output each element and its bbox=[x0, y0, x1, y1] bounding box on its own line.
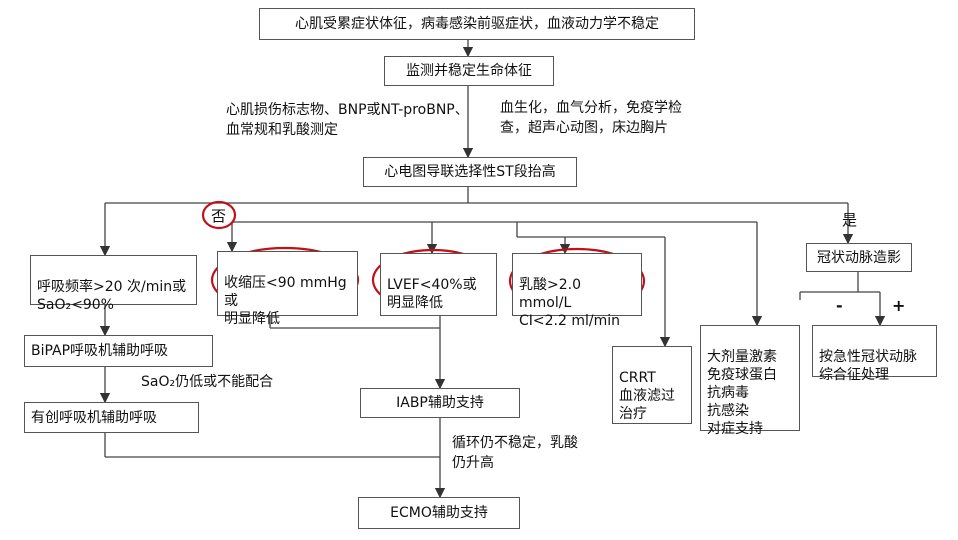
drugs-box: 大剂量激素 免疫球蛋白 抗病毒 抗感染 对症支持 bbox=[700, 325, 800, 437]
crrt-text: CRRT 血液滤过 治疗 bbox=[619, 370, 675, 422]
invasive-vent-box: 有创呼吸机辅助呼吸 bbox=[24, 402, 199, 433]
lvef-text: LVEF<40%或 明显降低 bbox=[387, 277, 477, 311]
lactate-box: 乳酸>2.0 mmol/L CI<2.2 ml/min bbox=[512, 253, 642, 329]
bipap-box: BiPAP呼吸机辅助呼吸 bbox=[24, 335, 213, 367]
bipap-text: BiPAP呼吸机辅助呼吸 bbox=[31, 343, 169, 359]
sbp-box: 收缩压<90 mmHg或 明显降低 bbox=[217, 251, 358, 327]
drugs-text: 大剂量激素 免疫球蛋白 抗病毒 抗感染 对症支持 bbox=[707, 349, 777, 437]
branch-no-label: 否 bbox=[211, 207, 227, 225]
acs-text: 按急性冠状动脉 综合征处理 bbox=[819, 349, 917, 383]
labs-note: 血生化，血气分析，免疫学检 查，超声心动图，床边胸片 bbox=[500, 100, 682, 136]
coronary-angio-text: 冠状动脉造影 bbox=[817, 249, 901, 266]
ecmo-box: ECMO辅助支持 bbox=[358, 497, 520, 529]
resp-box: 呼吸频率>20 次/min或 SaO₂<90% bbox=[30, 255, 197, 313]
symptoms-box: 心肌受累症状体征，病毒感染前驱症状，血液动力学不稳定 bbox=[259, 8, 695, 40]
branch-plus-label: + bbox=[892, 296, 906, 315]
ecg-box: 心电图导联选择性ST段抬高 bbox=[363, 157, 577, 187]
circulation-note: 循环仍不稳定，乳酸 仍升高 bbox=[452, 435, 578, 471]
lactate-text: 乳酸>2.0 mmol/L CI<2.2 ml/min bbox=[519, 277, 620, 329]
branch-minus-label: - bbox=[836, 296, 843, 315]
sbp-text: 收缩压<90 mmHg或 明显降低 bbox=[224, 275, 347, 327]
branch-yes-label: 是 bbox=[842, 211, 858, 229]
markers-note: 心肌损伤标志物、BNP或NT-proBNP、 血常规和乳酸测定 bbox=[226, 102, 469, 138]
ecmo-text: ECMO辅助支持 bbox=[390, 505, 488, 521]
coronary-angio-box: 冠状动脉造影 bbox=[806, 243, 912, 272]
monitor-box: 监测并稳定生命体征 bbox=[384, 56, 554, 86]
monitor-text: 监测并稳定生命体征 bbox=[406, 63, 532, 79]
iabp-box: IABP辅助支持 bbox=[360, 388, 520, 418]
invasive-vent-text: 有创呼吸机辅助呼吸 bbox=[31, 409, 157, 426]
resp-text: 呼吸频率>20 次/min或 SaO₂<90% bbox=[37, 279, 187, 313]
lvef-box: LVEF<40%或 明显降低 bbox=[380, 253, 497, 316]
acs-box: 按急性冠状动脉 综合征处理 bbox=[812, 325, 937, 383]
iabp-text: IABP辅助支持 bbox=[396, 395, 484, 411]
ecg-text: 心电图导联选择性ST段抬高 bbox=[384, 164, 556, 180]
symptoms-text: 心肌受累症状体征，病毒感染前驱症状，血液动力学不稳定 bbox=[295, 16, 659, 32]
sao2-low-note: SaO₂仍低或不能配合 bbox=[141, 374, 274, 390]
no-highlight-circle bbox=[201, 200, 237, 230]
crrt-box: CRRT 血液滤过 治疗 bbox=[612, 346, 692, 424]
